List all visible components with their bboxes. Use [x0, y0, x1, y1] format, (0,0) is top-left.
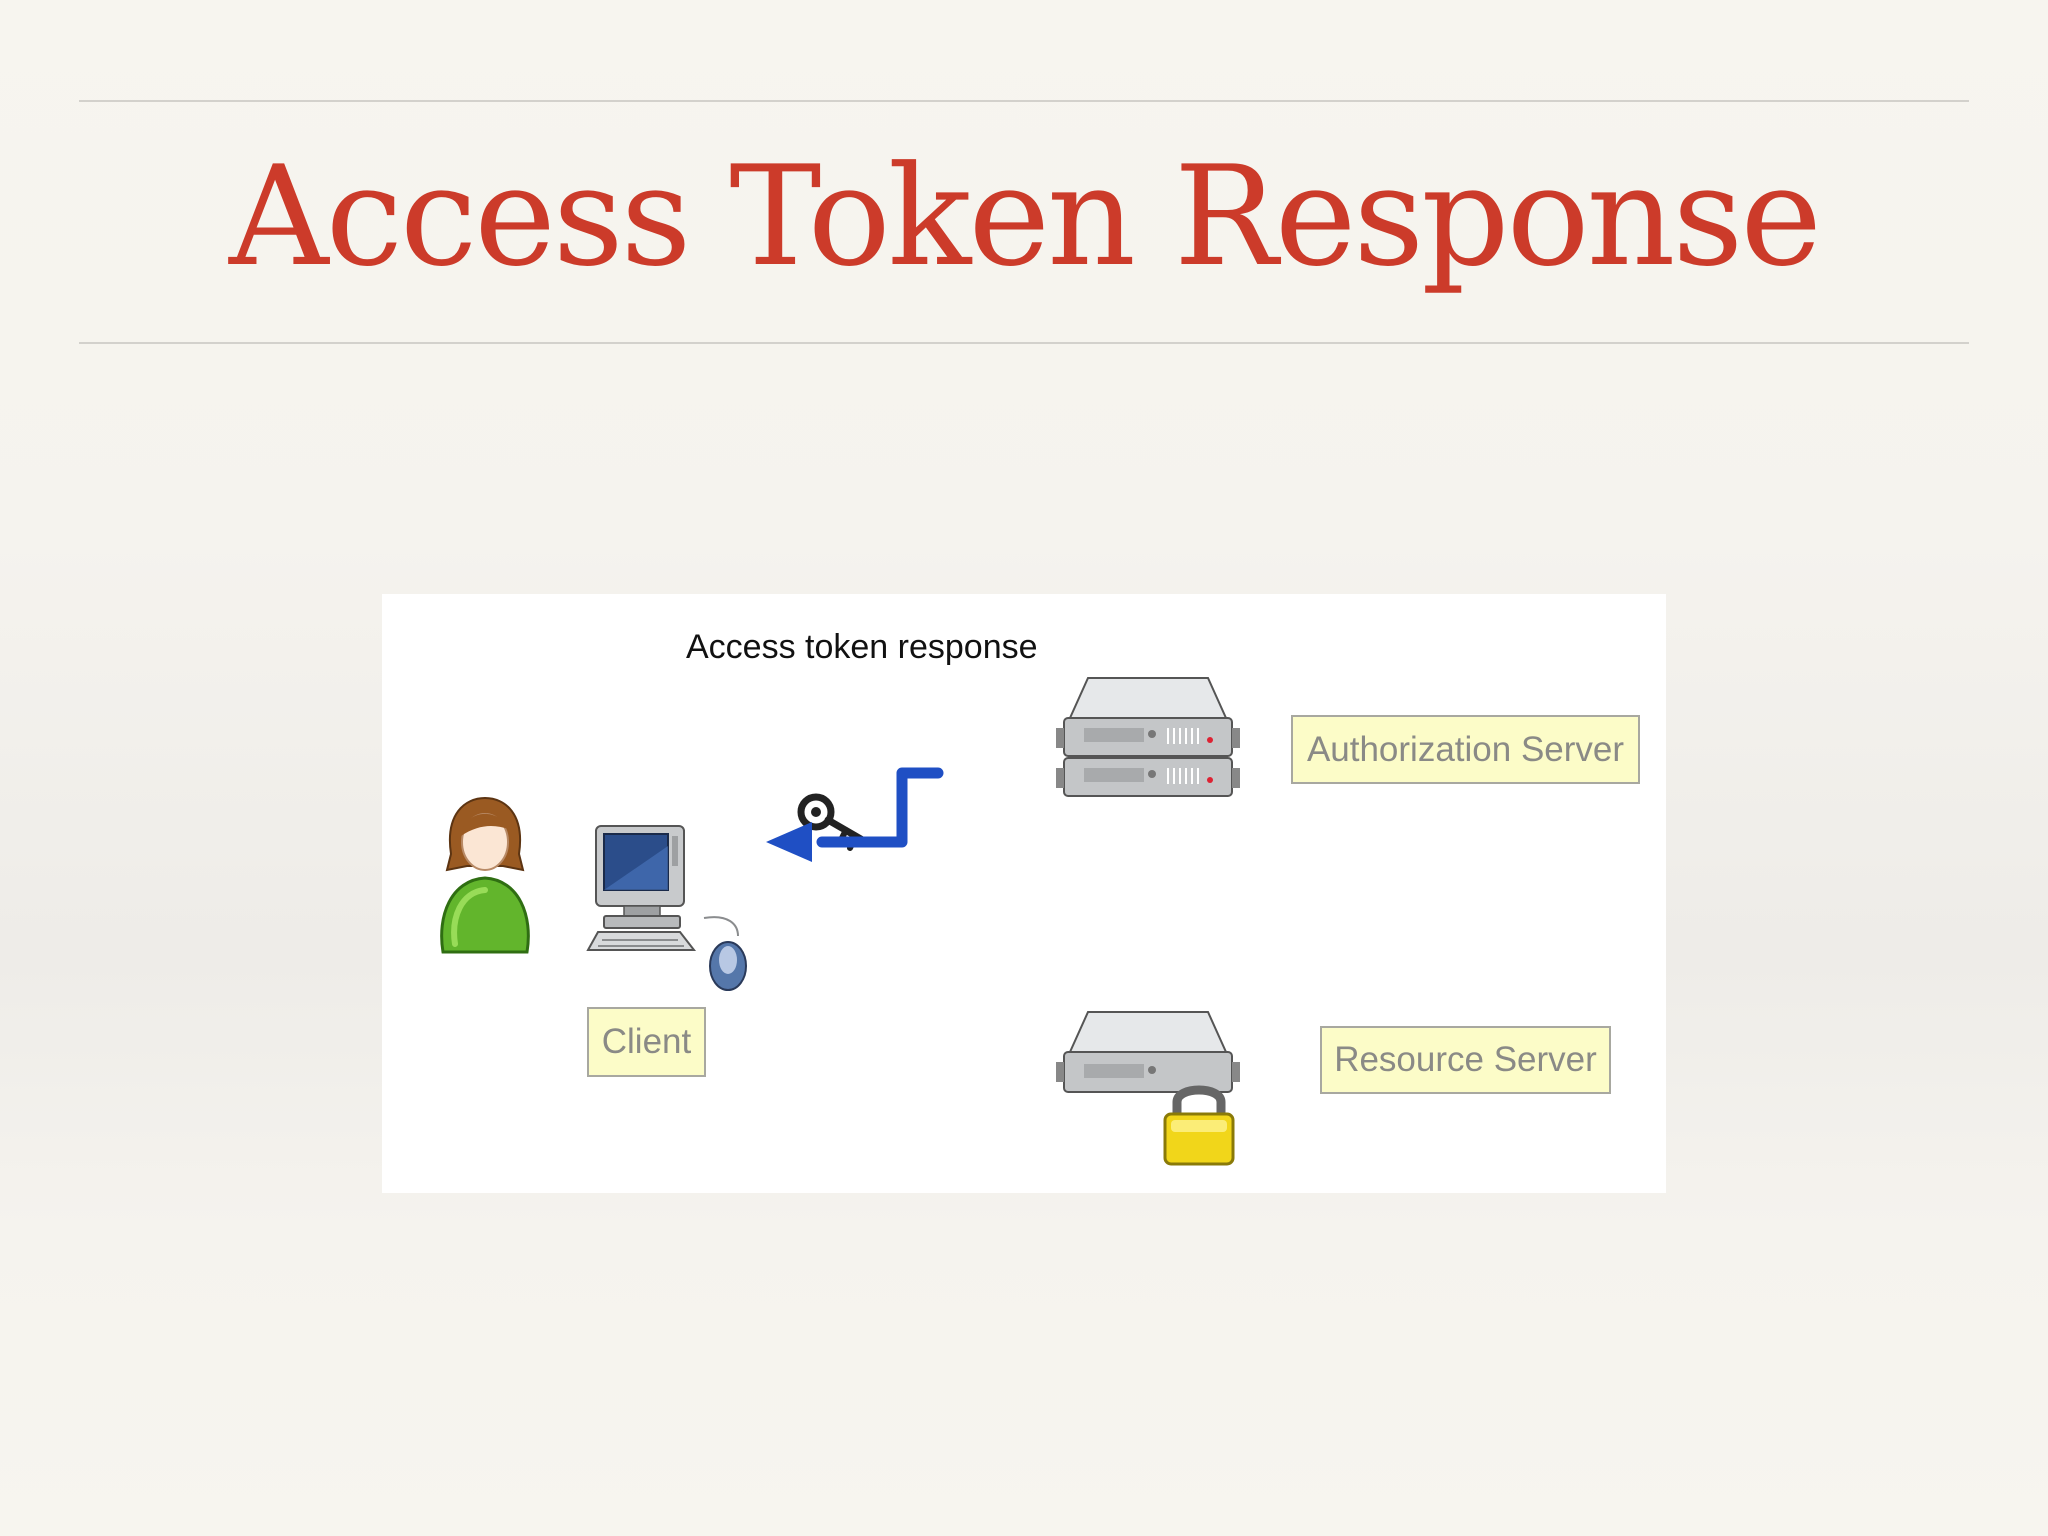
- authorization-server-label: Authorization Server: [1291, 715, 1640, 784]
- server-icon: [1056, 1011, 1240, 1093]
- page-title: Access Token Response: [228, 136, 1822, 297]
- top-divider: [79, 100, 1969, 102]
- computer-icon: [586, 825, 697, 951]
- bottom-divider: [79, 342, 1969, 344]
- flow-diagram: Access token response: [382, 594, 1666, 1193]
- mouse-icon: [703, 916, 747, 991]
- resource-server-label: Resource Server: [1320, 1026, 1611, 1094]
- diagram-caption: Access token response: [686, 628, 1038, 666]
- user-icon: [440, 796, 530, 954]
- arrow-left-icon: [766, 767, 944, 862]
- server-stack-icon: [1056, 677, 1240, 797]
- lock-icon: [1163, 1085, 1235, 1166]
- client-label: Client: [587, 1007, 706, 1077]
